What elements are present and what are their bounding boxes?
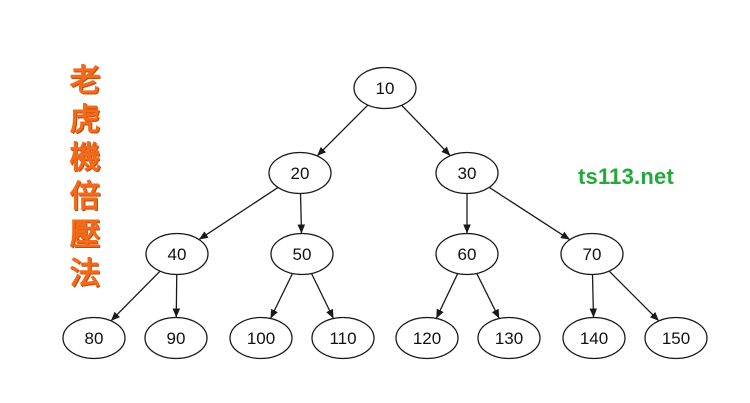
tree-node-label: 40: [168, 245, 187, 264]
tree-node-label: 20: [291, 164, 310, 183]
edges-layer: [110, 104, 660, 322]
tree-node-ellipse: [145, 232, 209, 276]
tree-edge-n10-n30: [401, 104, 451, 157]
tree-edge-n60-n130: [476, 273, 500, 319]
tree-node-label: 60: [458, 245, 477, 264]
tree-node-label: 50: [293, 245, 312, 264]
tree-node-ellipse: [144, 316, 208, 360]
side-title-char: 虎: [69, 101, 101, 138]
tree-node-label: 120: [413, 329, 441, 348]
tree-edge-n40-n80: [110, 270, 161, 322]
tree-node-90: 90: [144, 316, 208, 360]
tree-edge-n60-n120: [435, 273, 459, 319]
tree-node-140: 140: [562, 316, 626, 360]
side-title-char: 機: [69, 140, 101, 176]
tree-node-label: 90: [167, 329, 186, 348]
tree-node-110: 110: [311, 316, 375, 360]
tree-node-10: 10: [353, 66, 417, 110]
tree-node-150: 150: [644, 316, 708, 360]
tree-node-ellipse: [353, 66, 417, 110]
side-title-char: 壓: [69, 217, 101, 253]
tree-node-ellipse: [435, 232, 499, 276]
tree-edge-n40-n90: [172, 274, 181, 318]
tree-node-80: 80: [62, 316, 126, 360]
tree-edge-n20-n50: [297, 193, 306, 234]
tree-node-ellipse: [644, 316, 708, 360]
tree-node-60: 60: [435, 232, 499, 276]
tree-node-label: 70: [583, 245, 602, 264]
side-title-char: 老: [69, 63, 101, 99]
tree-node-ellipse: [560, 232, 624, 276]
tree-node-ellipse: [62, 316, 126, 360]
tree-node-label: 10: [376, 79, 395, 98]
tree-node-ellipse: [229, 316, 293, 360]
tree-node-130: 130: [477, 316, 541, 360]
side-title-char: 倍: [69, 178, 101, 215]
tree-edge-n20-n40: [198, 186, 279, 241]
tree-node-ellipse: [395, 316, 459, 360]
tree-node-70: 70: [560, 232, 624, 276]
tree-node-30: 30: [435, 151, 499, 195]
tree-node-label: 140: [580, 329, 608, 348]
tree-node-ellipse: [311, 316, 375, 360]
tree-edge-n50-n110: [310, 273, 335, 319]
tree-node-120: 120: [395, 316, 459, 360]
side-title-char: 法: [69, 255, 101, 292]
tree-node-label: 100: [247, 329, 275, 348]
tree-node-50: 50: [270, 232, 334, 276]
tree-node-20: 20: [268, 151, 332, 195]
tree-node-100: 100: [229, 316, 293, 360]
tree-node-label: 150: [662, 329, 690, 348]
tree-node-label: 80: [85, 329, 104, 348]
tree-edge-n50-n100: [269, 273, 294, 319]
tree-node-ellipse: [270, 232, 334, 276]
tree-node-ellipse: [268, 151, 332, 195]
tree-node-ellipse: [562, 316, 626, 360]
side-title: 老 虎 機 倍 壓 法: [62, 62, 108, 293]
nodes-layer: 10 20 30 40 50 60 70 80 90 100 110 120 130 140 150: [62, 66, 708, 360]
tree-node-label: 130: [495, 329, 523, 348]
tree-node-ellipse: [477, 316, 541, 360]
tree-node-40: 40: [145, 232, 209, 276]
site-watermark: ts113.net: [578, 164, 674, 189]
tree-node-label: 110: [329, 329, 356, 348]
tree-edge-n10-n20: [316, 104, 369, 157]
tree-edge-n70-n140: [589, 274, 598, 318]
tree-node-ellipse: [435, 151, 499, 195]
tree-node-label: 30: [458, 164, 477, 183]
tree-edge-n30-n70: [488, 186, 571, 241]
tree-edge-n70-n150: [608, 270, 660, 322]
